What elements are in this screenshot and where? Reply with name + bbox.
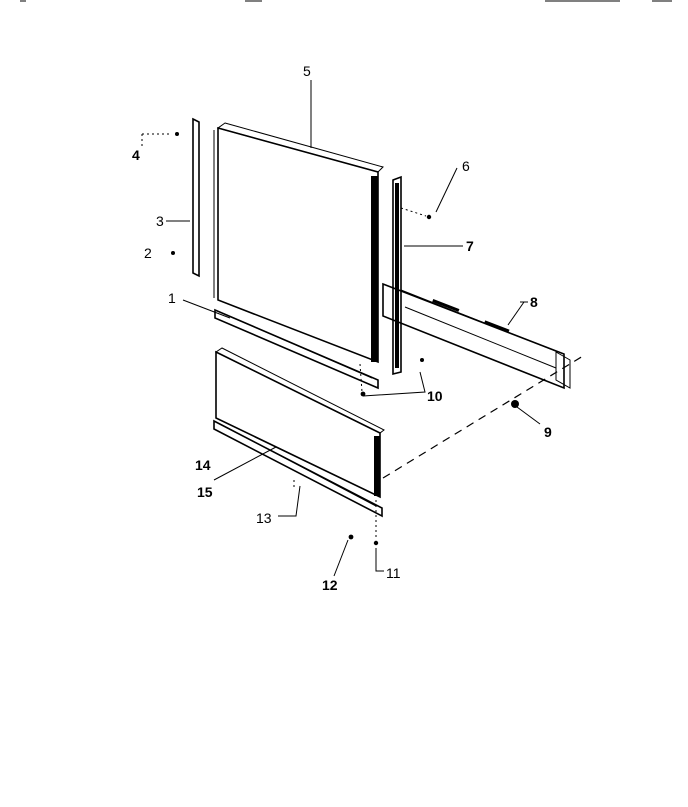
- callout-14: 14: [195, 457, 211, 473]
- lower-channel-part-13: [213, 419, 383, 518]
- callout-8: 8: [530, 294, 538, 310]
- callout-2: 2: [144, 245, 152, 261]
- right-trim-strip-part-7: [392, 175, 402, 376]
- assembly-dashed-line: [382, 355, 584, 479]
- screws-part-10: [359, 358, 424, 397]
- screw-part-4: [141, 132, 179, 146]
- screw-part-2: [171, 251, 175, 255]
- leader-lines: [166, 80, 528, 577]
- callout-4: 4: [132, 147, 140, 163]
- bracket-part-8: [382, 282, 571, 390]
- callout-10: 10: [427, 388, 443, 404]
- callout-11: 11: [386, 565, 401, 581]
- bottom-channel-part-1: [214, 308, 379, 390]
- nut-part-9: [511, 400, 541, 425]
- callout-1: 1: [168, 290, 176, 306]
- callout-5: 5: [303, 63, 311, 79]
- callout-13: 13: [256, 510, 272, 526]
- screw-part-12: [293, 480, 354, 540]
- screw-part-6: [400, 207, 432, 220]
- door-panel-part-5: [213, 122, 384, 364]
- callout-7: 7: [466, 238, 474, 254]
- screw-part-11: [373, 500, 379, 546]
- callout-3: 3: [156, 213, 164, 229]
- callout-15: 15: [197, 484, 213, 500]
- callout-9: 9: [544, 424, 552, 440]
- callout-6: 6: [462, 158, 470, 174]
- lower-panel-part-14: [215, 347, 385, 499]
- callout-12: 12: [322, 577, 338, 593]
- left-trim-strip-part-3: [192, 117, 200, 278]
